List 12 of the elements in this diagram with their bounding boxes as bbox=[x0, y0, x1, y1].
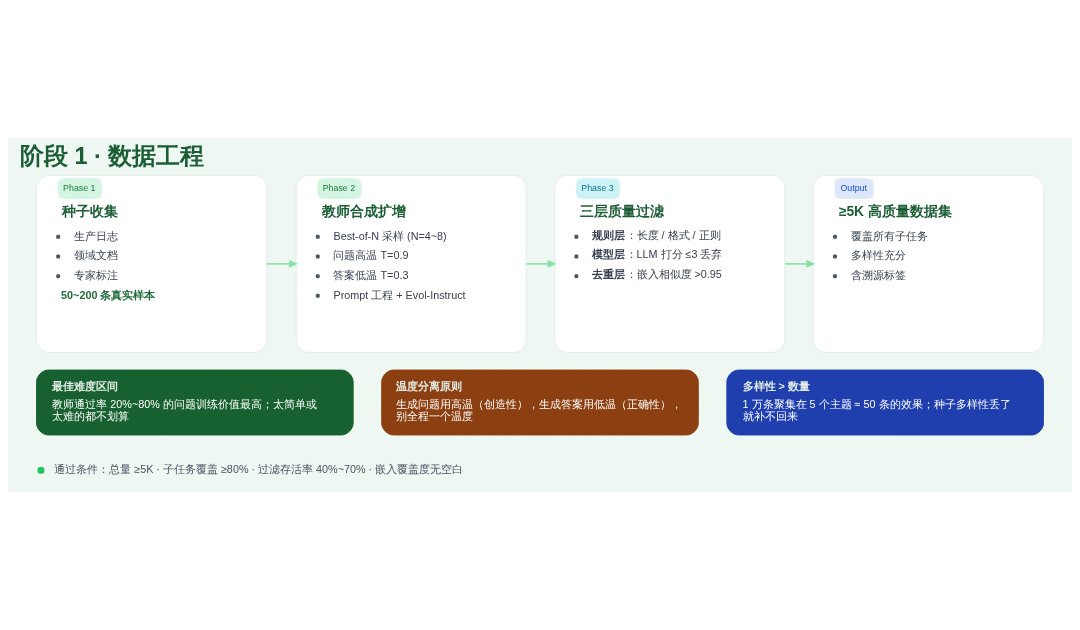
arrow bbox=[784, 260, 815, 268]
node-box: 多样性 > 数量 1 万条聚集在 5 个主题 ≈ 50 条的效果；种子多样性丢了就补不回来 bbox=[726, 369, 1044, 436]
node-box: Output ≥5K 高质量数据集 覆盖所有子任务 多样性充分 含溯源标签 bbox=[812, 174, 1044, 353]
node-box: Phase 3 三层质量过滤 规则层：长度 / 格式 / 正则 模型层：LLM 打分 ≤3 丢弃 去重层：嵌入相似度 >0.95 bbox=[554, 174, 786, 353]
arrow bbox=[525, 260, 556, 268]
node-box: 最佳难度区间 教师通过率 20%~80% 的问题训练价值最高；太简单或太难的都不划算 bbox=[36, 369, 354, 436]
node-box: Phase 2 教师合成扩增 Best-of-N 采样 (N=4~8) 问题高温 T=0.9 答案低温 T=0.3 Prompt 工程 + Evol-Instruct bbox=[295, 174, 527, 353]
node-box: 温度分离原则 生成问题用高温（创造性），生成答案用低温（正确性），别全程一个温度 bbox=[381, 369, 699, 436]
arrow bbox=[265, 260, 297, 268]
node-box: Phase 1 种子收集 生产日志 领域文档 专家标注 50~200 条真实样本 bbox=[36, 174, 268, 353]
label: 通过条件：总量 ≥5K · 子任务覆盖 ≥80% · 过滤存活率 40%~70% · 嵌入覆盖度无空白 bbox=[54, 463, 464, 476]
diagram-title: 阶段 1 · 数据工程 bbox=[19, 142, 205, 169]
